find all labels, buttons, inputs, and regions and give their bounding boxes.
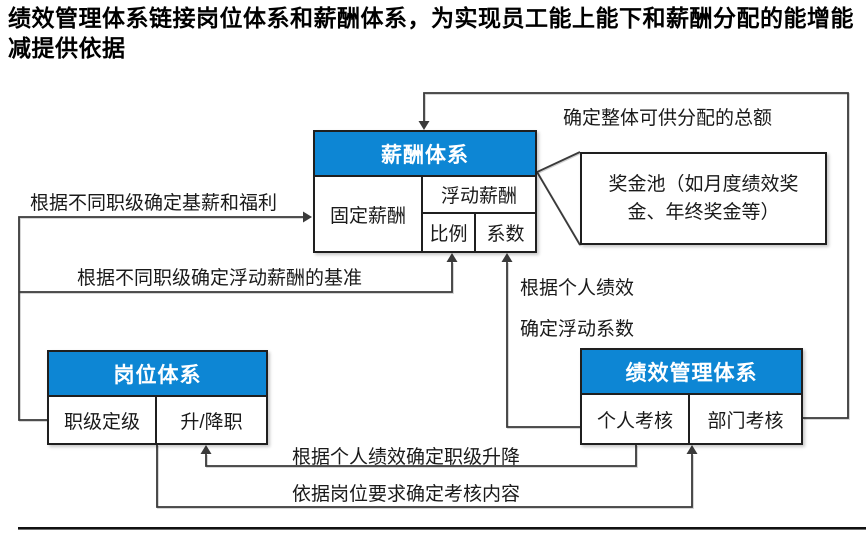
position-system-header: 岗位体系 — [49, 352, 266, 397]
compensation-system-box: 薪酬体系 固定薪酬 浮动薪酬 比例 系数 — [313, 130, 537, 253]
arrow-up-performance-icon — [686, 445, 698, 454]
bonus-pool-label: 奖金池（如月度绩效奖金、年终奖金等） — [608, 173, 799, 223]
label-floating-coeff: 确定浮动系数 — [520, 319, 635, 340]
label-base-salary: 根据不同职级确定基薪和福利 — [30, 193, 278, 214]
label-grade-change: 根据个人绩效确定职级升降 — [292, 447, 521, 468]
callout-wedge — [535, 151, 581, 246]
label-personal-perf: 根据个人绩效 — [520, 278, 635, 299]
cell-coefficient: 系数 — [476, 214, 535, 251]
compensation-system-header: 薪酬体系 — [315, 132, 535, 177]
position-system-box: 岗位体系 职级定级 升/降职 — [47, 350, 268, 445]
label-total-amount: 确定整体可供分配的总额 — [563, 108, 773, 129]
performance-system-header: 绩效管理体系 — [582, 350, 801, 395]
label-assessment-content: 依据岗位要求确定考核内容 — [292, 484, 521, 505]
cell-fixed-salary: 固定薪酬 — [315, 177, 423, 251]
cell-grade-rating: 职级定级 — [49, 397, 157, 443]
bonus-pool-box: 奖金池（如月度绩效奖金、年终奖金等） — [580, 152, 827, 245]
arrow-up-coefficient-icon — [501, 253, 513, 262]
cell-department-assessment: 部门考核 — [690, 395, 801, 443]
arrow-up-promotion-icon — [200, 445, 212, 454]
cell-floating-salary: 浮动薪酬 — [423, 177, 535, 214]
arrow-up-ratio-icon — [446, 253, 458, 262]
performance-system-box: 绩效管理体系 个人考核 部门考核 — [580, 348, 803, 445]
cell-individual-assessment: 个人考核 — [582, 395, 690, 443]
bottom-rule — [18, 527, 866, 530]
arrow-down-compensation-icon — [418, 121, 430, 130]
arrow-right-fixed-salary-icon — [303, 211, 312, 223]
cell-promotion-demotion: 升/降职 — [157, 397, 266, 443]
page-title: 绩效管理体系链接岗位体系和薪酬体系，为实现员工能上能下和薪酬分配的能增能减提供依… — [8, 5, 854, 61]
cell-ratio: 比例 — [423, 214, 476, 251]
label-floating-base: 根据不同职级确定浮动薪酬的基准 — [77, 268, 363, 289]
